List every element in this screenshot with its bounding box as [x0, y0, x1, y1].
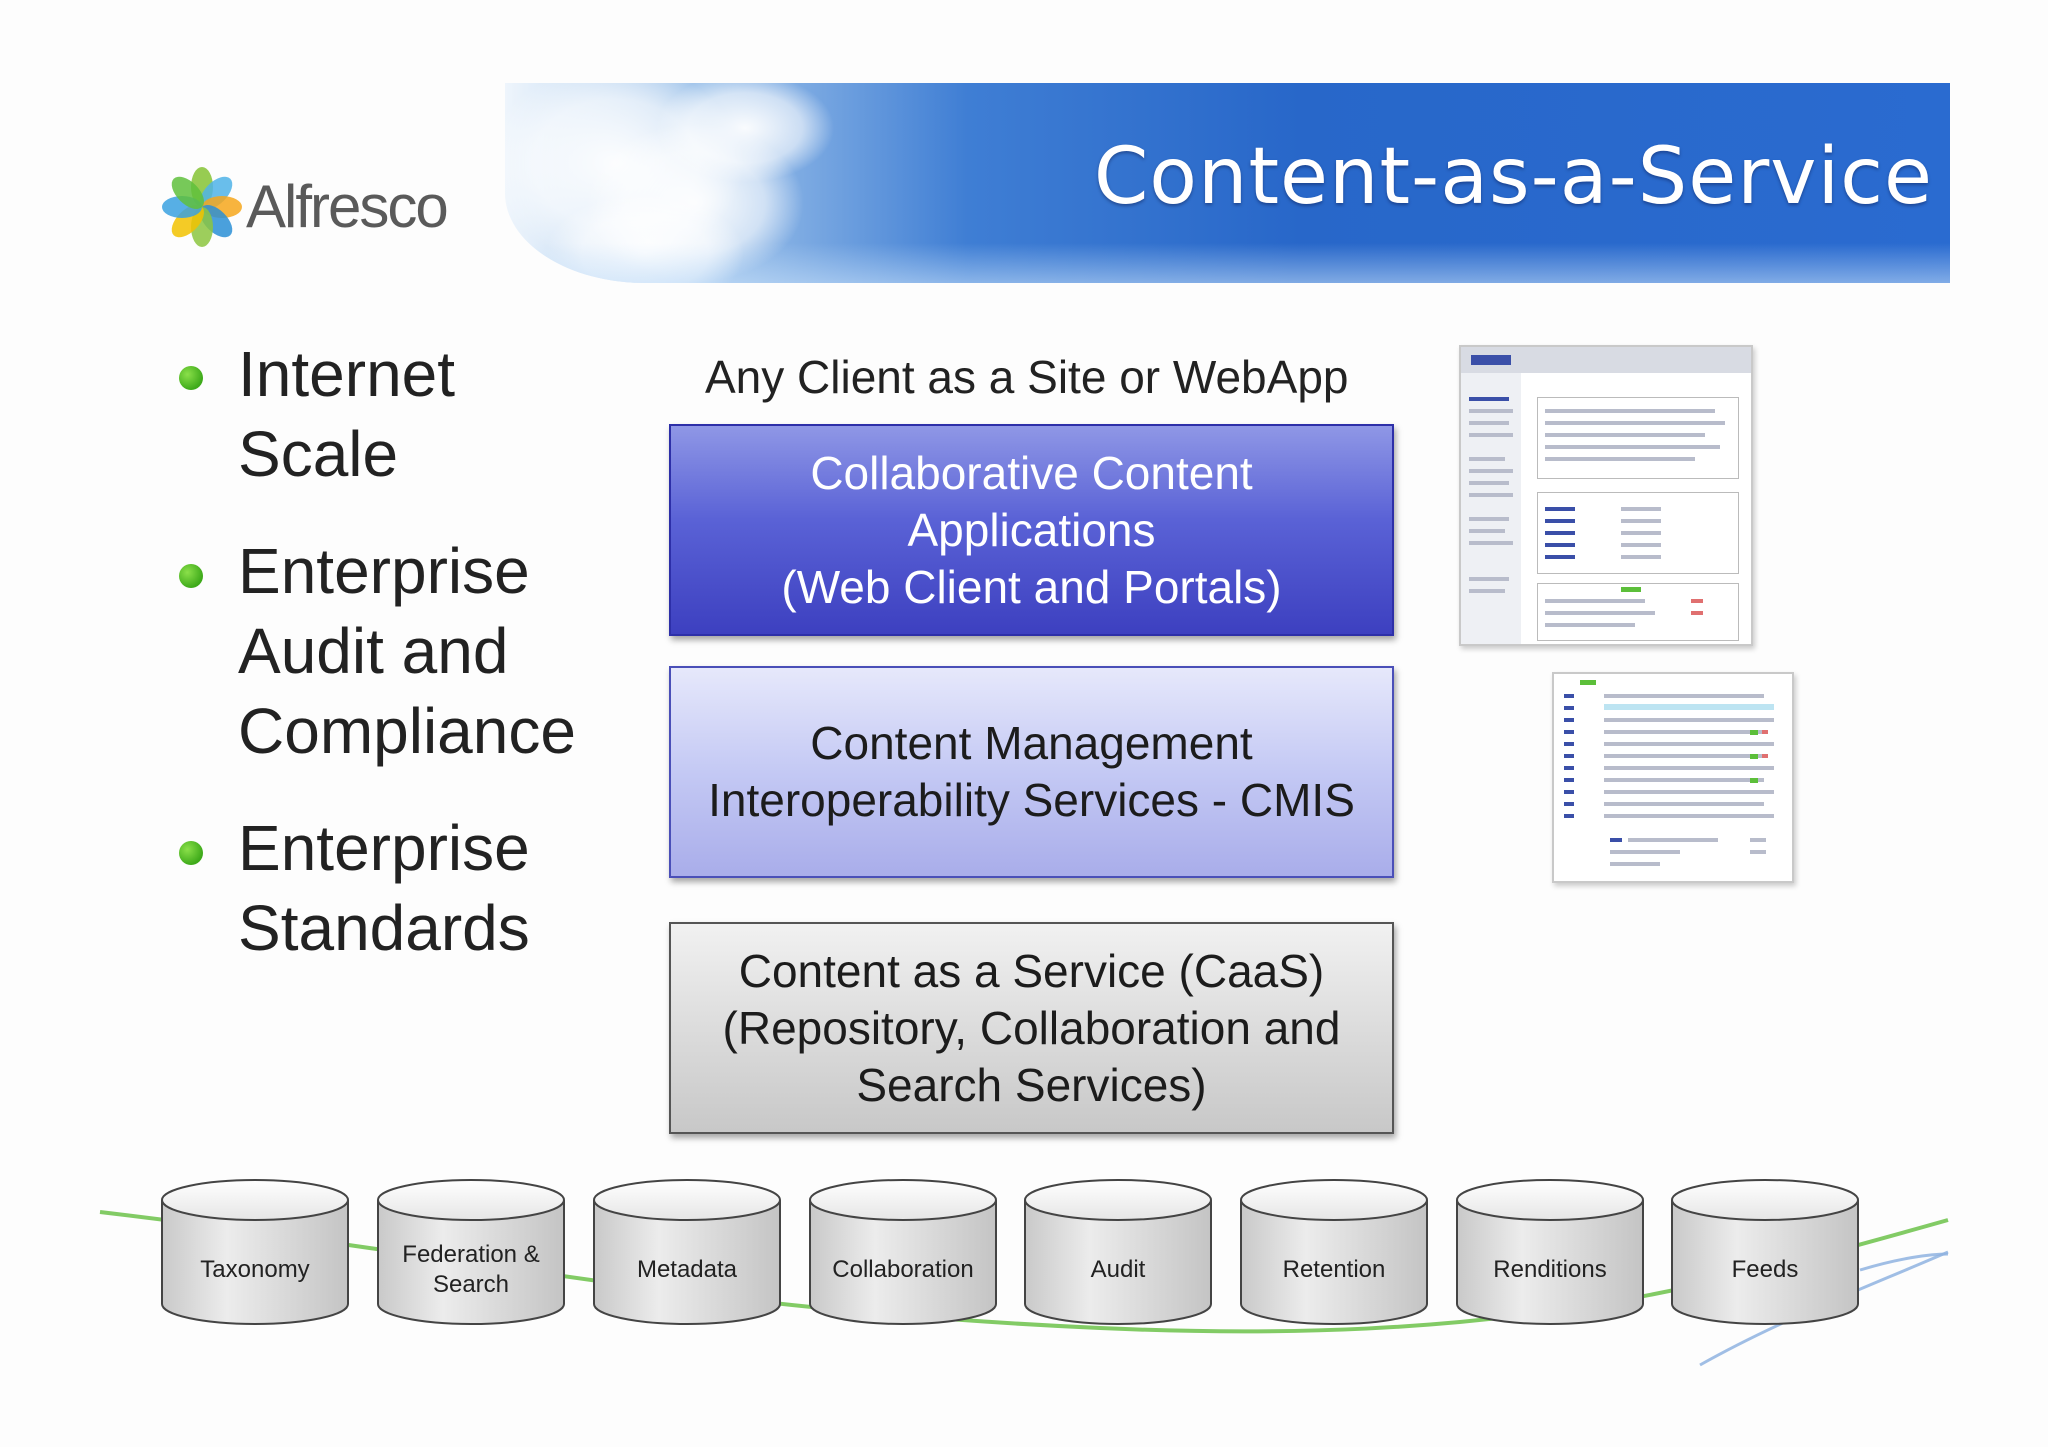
alfresco-logo-icon: [162, 167, 242, 247]
service-line: Taxonomy: [200, 1256, 310, 1283]
database-icon: [809, 1179, 997, 1325]
service-renditions: Renditions: [1455, 1178, 1645, 1328]
bullet-line: Scale: [238, 418, 399, 490]
layer-line: Content Management: [810, 717, 1253, 769]
bullet-icon: [179, 564, 203, 588]
service-collaboration: Collaboration: [808, 1178, 998, 1328]
service-label: Audit: [1023, 1230, 1213, 1310]
service-label: Metadata: [592, 1230, 782, 1310]
bullet-icon: [179, 366, 203, 390]
service-line: Feeds: [1731, 1256, 1799, 1283]
layer-line: (Repository, Collaboration and: [722, 1001, 1341, 1054]
service-line: Metadata: [636, 1256, 738, 1283]
service-taxonomy: Taxonomy: [160, 1178, 350, 1328]
bullet-line: Enterprise: [238, 535, 530, 607]
service-line: Renditions: [1493, 1256, 1607, 1283]
header-banner: [505, 83, 1950, 283]
bullet-icon: [179, 841, 203, 865]
service-retention: Retention: [1239, 1178, 1429, 1328]
service-label: Federation & Search: [376, 1230, 566, 1310]
service-label: Collaboration: [808, 1230, 998, 1310]
database-icon: [161, 1179, 349, 1325]
bullet-internet-scale: Internet Scale: [238, 334, 455, 494]
bullet-line: Enterprise: [238, 812, 530, 884]
datalist-screenshot: [1552, 672, 1794, 883]
layer-caas: Content as a Service (CaaS) (Repository,…: [669, 922, 1394, 1134]
layer-collaborative-apps: Collaborative Content Applications (Web …: [669, 424, 1394, 636]
layer-line: (Web Client and Portals): [781, 560, 1282, 613]
service-feeds: Feeds: [1670, 1178, 1860, 1328]
service-label: Feeds: [1670, 1230, 1860, 1310]
layer-line: Content as a Service (CaaS): [738, 944, 1325, 997]
service-metadata: Metadata: [592, 1178, 782, 1328]
service-label: Renditions: [1455, 1230, 1645, 1310]
service-federation-search: Federation & Search: [376, 1178, 566, 1328]
service-label: Taxonomy: [160, 1230, 350, 1310]
bullet-enterprise-standards: Enterprise Standards: [238, 808, 530, 968]
service-line: Search: [432, 1271, 510, 1298]
bullet-line: Standards: [238, 892, 530, 964]
logo-wordmark: Alfresco: [246, 173, 449, 240]
service-line: Collaboration: [832, 1256, 974, 1283]
bullet-line: Internet: [238, 338, 456, 410]
web-client-screenshot: [1459, 345, 1753, 646]
layer-line: Search Services): [856, 1058, 1207, 1111]
service-line: Federation &: [402, 1241, 540, 1268]
layer-line: Interoperability Services - CMIS: [708, 774, 1355, 826]
service-line: Audit: [1090, 1256, 1146, 1283]
database-icon: [1671, 1179, 1859, 1325]
layer-cmis: Content Management Interoperability Serv…: [669, 666, 1394, 878]
page-title: Content-as-a-Service: [1093, 132, 1933, 222]
client-label: Any Client as a Site or WebApp: [705, 351, 1349, 403]
layer-line: Collaborative Content: [810, 446, 1253, 499]
service-audit: Audit: [1023, 1178, 1213, 1328]
database-icon: [1240, 1179, 1428, 1325]
database-icon: [593, 1179, 781, 1325]
bullet-line: Compliance: [238, 695, 576, 767]
bullet-line: Audit and: [238, 615, 509, 687]
database-icon: [377, 1179, 565, 1325]
service-line: Retention: [1282, 1256, 1386, 1283]
service-label: Retention: [1239, 1230, 1429, 1310]
database-icon: [1024, 1179, 1212, 1325]
database-icon: [1456, 1179, 1644, 1325]
layer-line: Applications: [907, 503, 1156, 556]
bullet-audit-compliance: Enterprise Audit and Compliance: [238, 531, 576, 771]
